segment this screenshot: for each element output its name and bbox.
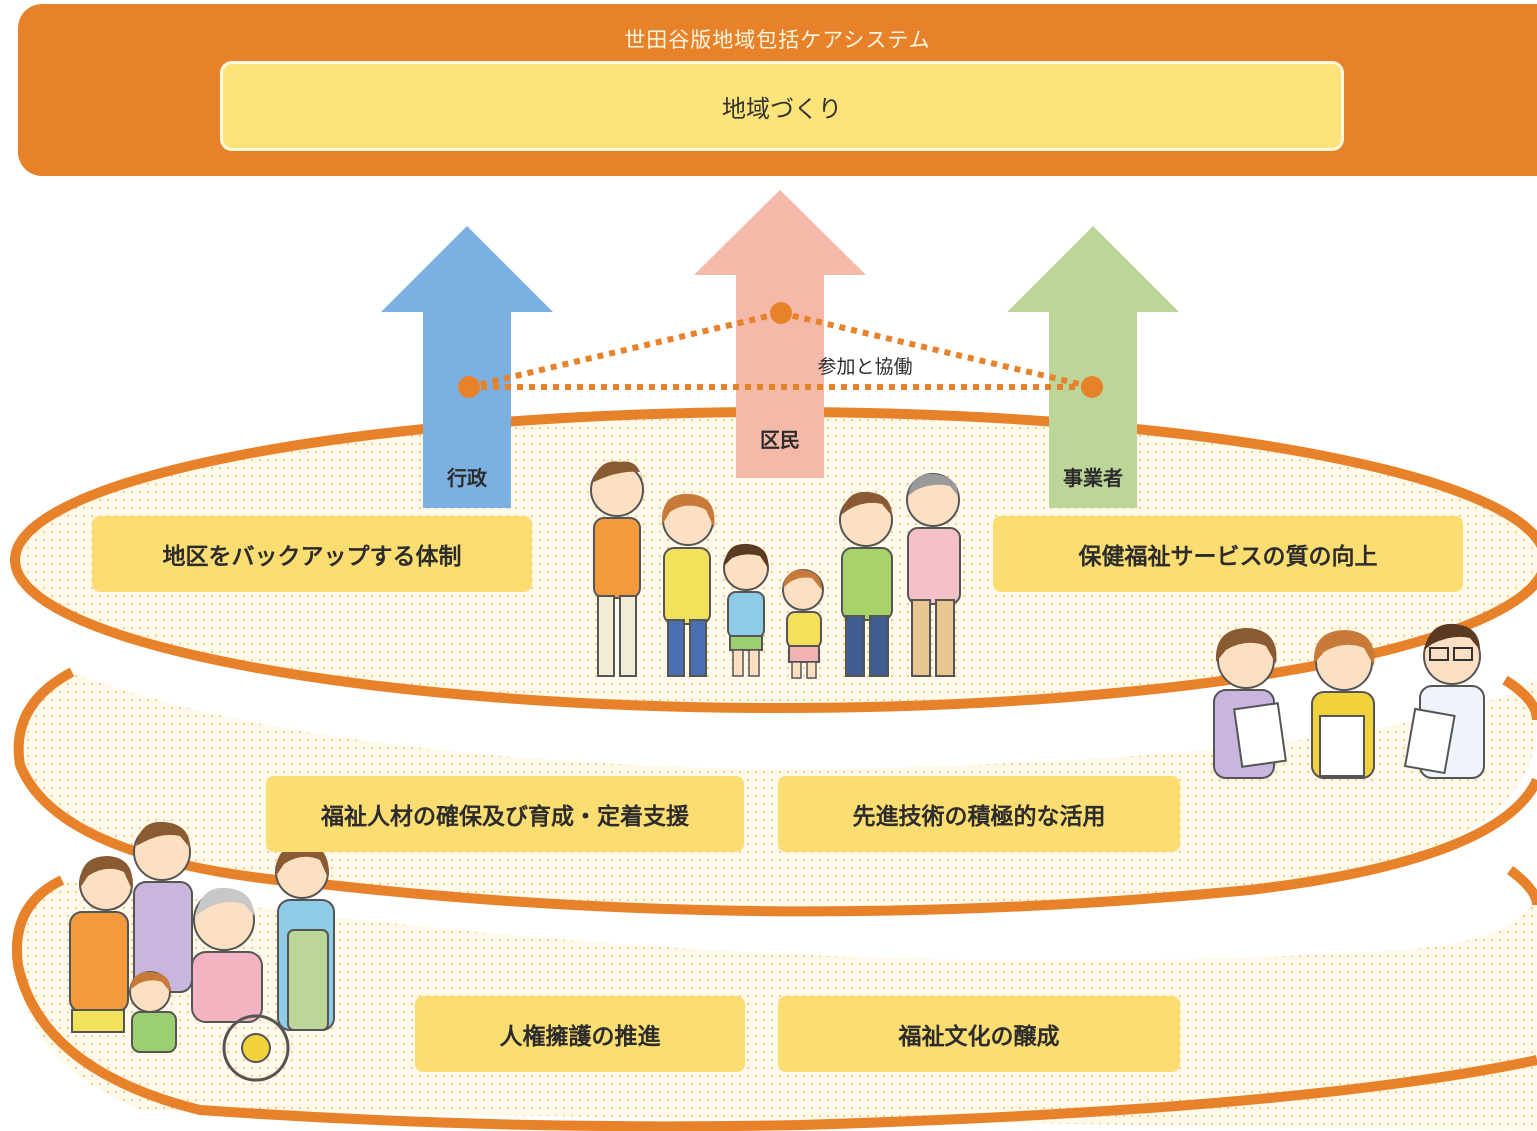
goal-box: 地域づくり <box>220 61 1344 151</box>
label-residents: 区民 <box>760 428 800 452</box>
middle-right-pill: 先進技術の積極的な活用 <box>778 776 1180 852</box>
bottom-right-pill: 福祉文化の醸成 <box>778 996 1180 1072</box>
top-left-pill: 地区をバックアップする体制 <box>92 516 532 592</box>
system-title: 世田谷版地域包括ケアシステム <box>624 28 931 52</box>
participation-triangle <box>458 302 1103 398</box>
label-business: 事業者 <box>1063 466 1123 490</box>
label-participation: 参加と協働 <box>817 356 913 378</box>
family-group-illustration <box>590 461 961 679</box>
top-right-pill: 保健福祉サービスの質の向上 <box>993 516 1463 592</box>
arrow-residents <box>694 190 866 478</box>
care-staff-illustration <box>1213 623 1485 779</box>
bottom-left-pill: 人権擁護の推進 <box>415 996 745 1072</box>
system-banner: 世田谷版地域包括ケアシステム 地域づくり <box>18 4 1537 176</box>
label-admin: 行政 <box>447 466 487 490</box>
wheelchair-care-illustration <box>69 821 335 1082</box>
arrow-admin <box>381 226 553 508</box>
arrow-business <box>1007 226 1179 508</box>
middle-left-pill: 福祉人材の確保及び育成・定着支援 <box>266 776 744 852</box>
